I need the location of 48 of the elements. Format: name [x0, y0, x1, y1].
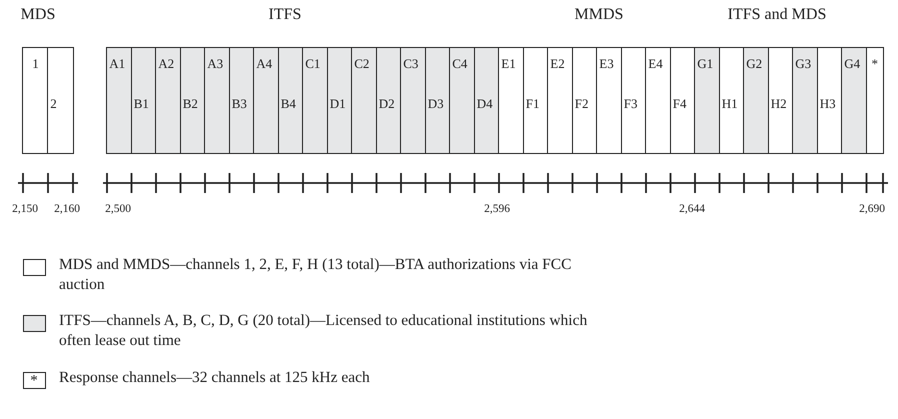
- channel-cell: G3: [792, 47, 818, 154]
- tick-label: 2,644: [679, 203, 705, 215]
- channel-cell: D2: [376, 47, 402, 154]
- channel-cell: B1: [130, 47, 157, 154]
- band-heading: MDS: [20, 6, 56, 24]
- tick-label: 2,150: [12, 203, 38, 215]
- channel-cell: E4: [645, 47, 672, 154]
- channel-cell: D3: [424, 47, 451, 154]
- channel-cell: E3: [596, 47, 622, 154]
- channel-cell: A2: [155, 47, 182, 154]
- channel-cell: B3: [228, 47, 255, 154]
- channel-cell: H3: [816, 47, 843, 154]
- channel-cell: E2: [547, 47, 574, 154]
- channel-cell: G4: [841, 47, 868, 154]
- channel-cell: C2: [351, 47, 378, 154]
- channel-cell: A1: [106, 47, 132, 154]
- channel-cell: C4: [449, 47, 476, 154]
- channel-cell: *: [866, 47, 884, 154]
- channel-cell: C1: [302, 47, 328, 154]
- legend-text: MDS and MMDS—channels 1, 2, E, F, H (13 total)—BTA authorizations via FCC auction: [59, 255, 572, 295]
- channel-cell: G2: [743, 47, 770, 154]
- channel-cell: C3: [400, 47, 426, 154]
- tick-label: 2,160: [54, 203, 80, 215]
- channel-cell: D1: [326, 47, 353, 154]
- channel-cell: F2: [572, 47, 598, 154]
- channel-cell: 2: [47, 47, 74, 154]
- legend-text: Response channels—32 channels at 125 kHz each: [59, 368, 371, 388]
- channel-cell: A4: [253, 47, 280, 154]
- asterisk-symbol: *: [30, 373, 38, 390]
- legend-text: ITFS—channels A, B, C, D, G (20 total)—Licensed to educational institutions which often lease out time: [59, 311, 588, 351]
- channel-cell: B4: [278, 47, 304, 154]
- channel-cell: 1: [22, 47, 49, 154]
- channel-cell: F4: [670, 47, 696, 154]
- channel-cell: D4: [474, 47, 500, 154]
- channel-cell: F3: [620, 47, 647, 154]
- tick-label: 2,500: [105, 203, 131, 215]
- band-heading: ITFS and MDS: [728, 6, 826, 24]
- channel-cell: A3: [204, 47, 230, 154]
- tick-label: 2,596: [484, 203, 510, 215]
- channel-cell: H2: [768, 47, 794, 154]
- tick-label: 2,690: [859, 203, 885, 215]
- band-heading: ITFS: [268, 6, 302, 24]
- channel-cell: F1: [522, 47, 549, 154]
- channel-cell: H1: [718, 47, 745, 154]
- band-heading: MMDS: [574, 6, 624, 24]
- channel-cell: E1: [498, 47, 524, 154]
- channel-cell: B2: [180, 47, 206, 154]
- channel-cell: G1: [694, 47, 720, 154]
